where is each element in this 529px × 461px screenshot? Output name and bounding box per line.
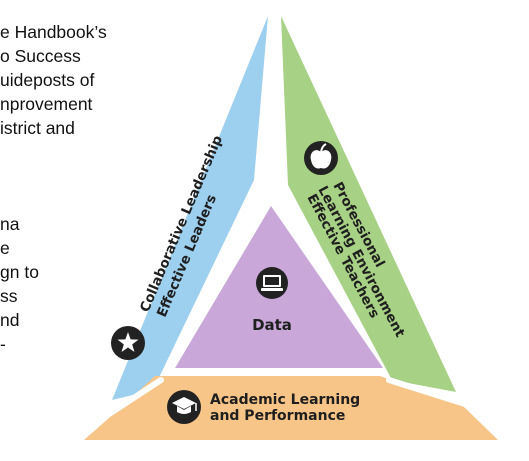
computer-icon: [256, 267, 288, 299]
intro-text-line: -: [0, 334, 6, 354]
intro-text-line: e: [0, 238, 10, 258]
intro-text-line: e Handbook’s: [0, 22, 107, 42]
center-label: Data: [252, 316, 292, 334]
intro-text: e Handbook’s o Success uideposts of npro…: [0, 0, 220, 400]
intro-text-line: o Success: [0, 46, 81, 66]
intro-text-line: gn to: [0, 262, 39, 282]
star-icon: [111, 326, 145, 360]
intro-text-line: istrict and: [0, 118, 75, 138]
bottom-label-line1: Academic Learning: [210, 392, 360, 408]
segment-dividers: [97, 5, 471, 423]
intro-text-line: nd: [0, 310, 20, 330]
graduation-cap-icon: [167, 390, 201, 424]
apple-icon: [304, 141, 338, 175]
intro-text-line: uideposts of: [0, 70, 95, 90]
bottom-label-line2: and Performance: [210, 408, 345, 424]
left-segment: [112, 16, 268, 400]
right-segment: [281, 16, 456, 392]
intro-text-line: ss: [0, 286, 18, 306]
intro-text-line: nprovement: [0, 94, 93, 114]
intro-text-line: na: [0, 214, 20, 234]
